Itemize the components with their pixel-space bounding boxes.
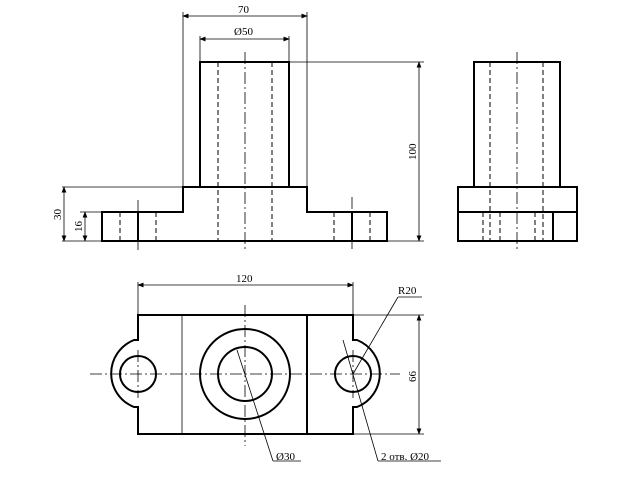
dim-30: 30 — [52, 209, 64, 221]
front-view: 70 Ø50 100 30 16 — [52, 4, 424, 250]
side-view — [457, 52, 578, 250]
dim-16: 16 — [73, 221, 85, 233]
dim-120: 120 — [236, 273, 253, 285]
dim-r20: R20 — [398, 285, 417, 297]
dim-66: 66 — [407, 371, 419, 383]
dim-d30: Ø30 — [276, 451, 295, 463]
dim-holes: 2 отв. Ø20 — [381, 451, 430, 463]
dim-100: 100 — [407, 143, 419, 160]
top-view: 120 66 R20 Ø30 2 отв. Ø20 — [90, 273, 441, 463]
dim-70: 70 — [238, 4, 250, 16]
dim-d50: Ø50 — [234, 26, 253, 38]
